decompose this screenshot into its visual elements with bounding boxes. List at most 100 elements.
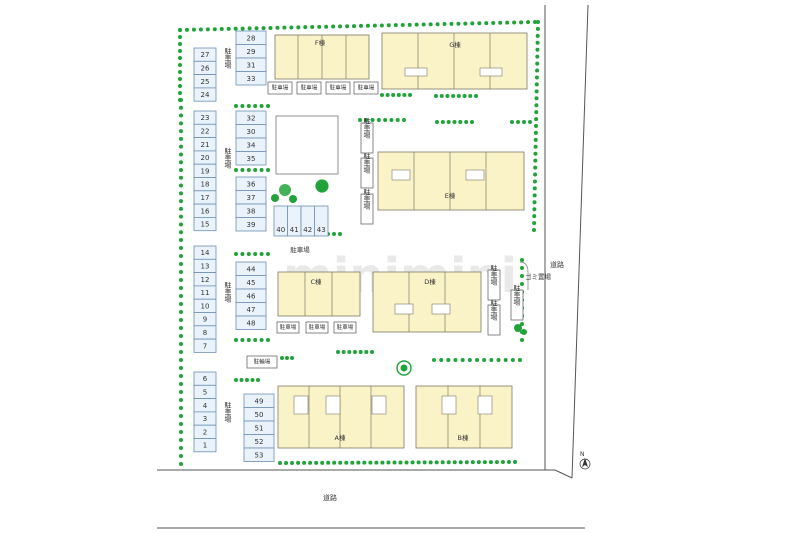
- parking-slot-number: 3: [203, 415, 207, 423]
- parking-slot-number: 51: [255, 424, 264, 432]
- building-c: C棟: [277, 271, 361, 317]
- hedge-dot: [535, 47, 540, 52]
- parking-slot-2: 2: [193, 424, 217, 439]
- box-c3-text: 駐車場: [337, 323, 354, 331]
- hedge-dot: [178, 28, 182, 32]
- hedge-dot: [259, 338, 264, 342]
- parking-label-center: 駐車場: [290, 245, 310, 254]
- hedge-dot: [179, 438, 183, 442]
- parking-slot-number: 46: [247, 292, 256, 300]
- hedge-dot: [341, 350, 346, 354]
- hedge-dot: [440, 120, 445, 124]
- parking-slot-number: 40: [276, 226, 285, 234]
- hedge-dot: [179, 222, 183, 227]
- hedge-dot: [380, 93, 384, 97]
- hedge-dot: [414, 22, 419, 27]
- hedge-dot: [392, 460, 397, 465]
- hedge-dot: [179, 129, 183, 134]
- hedge-dot: [370, 350, 374, 354]
- hedge-dot: [489, 358, 494, 362]
- hedge-dot: [470, 120, 474, 124]
- hedge-dot: [240, 168, 245, 172]
- north-arrow-icon: [582, 458, 588, 467]
- hedge-dot: [400, 22, 405, 27]
- hedge-dot: [376, 118, 381, 122]
- parking-slot-50: 50: [243, 407, 275, 422]
- building-g: G棟: [381, 32, 528, 90]
- parking-slot-36: 36: [235, 176, 267, 191]
- hedge-dot: [535, 54, 540, 59]
- hedge-dot: [534, 110, 539, 115]
- parking-slot-34: 34: [235, 137, 267, 152]
- hedge-dot: [364, 118, 369, 122]
- hedge-dot: [439, 358, 444, 362]
- hedge-dot: [520, 282, 524, 286]
- garbage-area-outline: [519, 261, 529, 290]
- hedge-dot: [535, 68, 540, 73]
- hedge-dot: [446, 120, 451, 124]
- hedge-dot: [253, 252, 258, 256]
- hedge-dot: [282, 25, 287, 30]
- hedge-dot: [256, 378, 260, 382]
- hedge-dot: [314, 460, 319, 465]
- hedge-dot: [534, 82, 539, 87]
- hedge-dot: [358, 350, 363, 354]
- hedge-dot: [317, 24, 322, 29]
- hedge-dot: [464, 460, 469, 465]
- parking-slot-number: 19: [201, 167, 210, 175]
- hedge-dot: [179, 191, 183, 196]
- hedge-dot: [518, 358, 522, 362]
- parking-slot-53: 53: [243, 447, 275, 462]
- hedge-dot: [535, 26, 540, 31]
- hedge-dot: [435, 22, 440, 27]
- box-d1-text: 駐車場: [490, 264, 498, 287]
- hedge-dot: [303, 25, 308, 30]
- hedge-dot: [178, 70, 182, 74]
- box-d2-text: 駐車場: [490, 299, 498, 322]
- parking-slot-number: 18: [201, 181, 210, 189]
- parking-slot-40: 40: [273, 205, 288, 237]
- parking-slot-33: 33: [235, 71, 267, 86]
- parking-slot-number: 53: [255, 451, 264, 459]
- hedge-dot: [520, 274, 524, 278]
- hedge-dot: [452, 120, 457, 124]
- hedge-dot: [362, 460, 367, 465]
- hedge-dot: [179, 168, 183, 172]
- hedge-dot: [178, 91, 182, 95]
- hedge-dot: [178, 63, 182, 67]
- parking-slot-43: 43: [314, 205, 329, 237]
- hedge-dot: [534, 117, 539, 122]
- hedge-dot: [179, 342, 183, 346]
- hedge-dot: [240, 252, 245, 256]
- hedge-dot: [178, 56, 182, 60]
- hedge-dot: [179, 334, 183, 338]
- hedge-dot: [428, 22, 433, 27]
- hedge-dot: [253, 338, 258, 342]
- hedge-dot: [368, 460, 373, 465]
- hedge-dot: [266, 338, 270, 342]
- hedge-dot: [179, 238, 183, 242]
- hedge-dot: [296, 25, 301, 30]
- hedge-dot: [536, 20, 540, 24]
- hedge-dot: [533, 158, 538, 163]
- hedge-dot: [179, 254, 183, 258]
- hedge-dot: [179, 105, 183, 110]
- parking-slot-number: 24: [201, 91, 210, 99]
- hedge-dot: [396, 93, 401, 97]
- hedge-dot: [179, 183, 183, 188]
- hedge-dot: [284, 460, 289, 465]
- parking-slot-35: 35: [235, 151, 267, 166]
- hedge-dot: [266, 104, 270, 108]
- hedge-dot: [391, 93, 396, 97]
- hedge-dot: [344, 460, 349, 465]
- hedge-dot: [449, 21, 454, 26]
- hedge-dot: [532, 200, 537, 205]
- hedge-dot: [474, 94, 478, 98]
- hedge-dot: [219, 27, 224, 32]
- hedge-dot: [365, 23, 370, 28]
- box-e1-text: 駐車場: [363, 117, 371, 140]
- hedge-dot: [212, 27, 217, 32]
- parking-slot-number: 29: [247, 48, 256, 56]
- building-f: F棟: [274, 34, 370, 80]
- hedge-dot: [463, 21, 468, 26]
